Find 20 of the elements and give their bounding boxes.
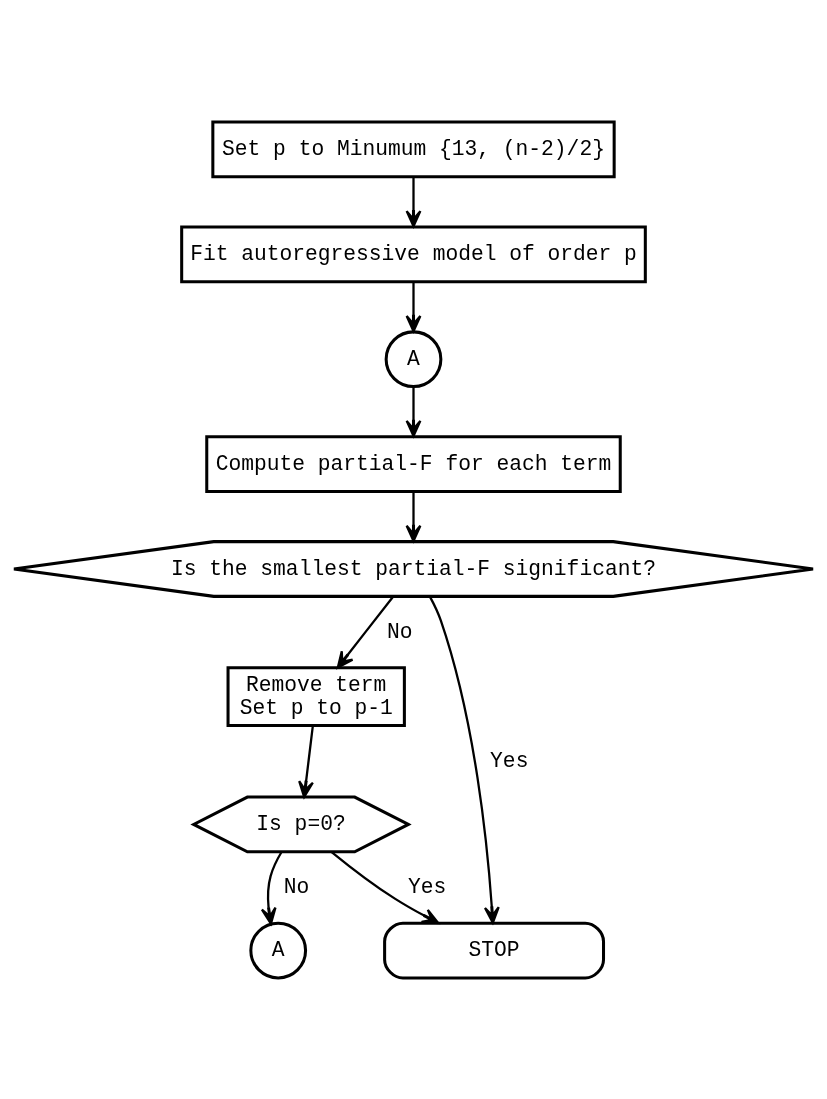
node-box: Fit autoregressive model of order p <box>180 224 647 283</box>
edge-label: Yes <box>490 748 529 773</box>
arrow <box>405 281 422 332</box>
arrow <box>405 176 422 227</box>
arrow <box>405 386 422 437</box>
edge-label: No <box>387 619 413 644</box>
edge-label: Yes <box>408 874 447 899</box>
arrow <box>260 851 283 925</box>
node-circle: A <box>384 329 443 388</box>
edge-label: No <box>283 874 310 899</box>
arrow <box>330 850 440 924</box>
arrow <box>336 595 394 669</box>
arrow <box>429 595 500 924</box>
node-box: Remove term Set p to p-1 <box>226 665 406 727</box>
node-box: STOP <box>383 921 606 979</box>
arrow <box>405 491 422 542</box>
node-box: Set p to Minumum {13, (n-2)/2} <box>211 120 616 178</box>
arrow <box>298 725 314 798</box>
node-box: Compute partial-F for each term <box>205 434 622 493</box>
node-circle: A <box>249 921 308 979</box>
